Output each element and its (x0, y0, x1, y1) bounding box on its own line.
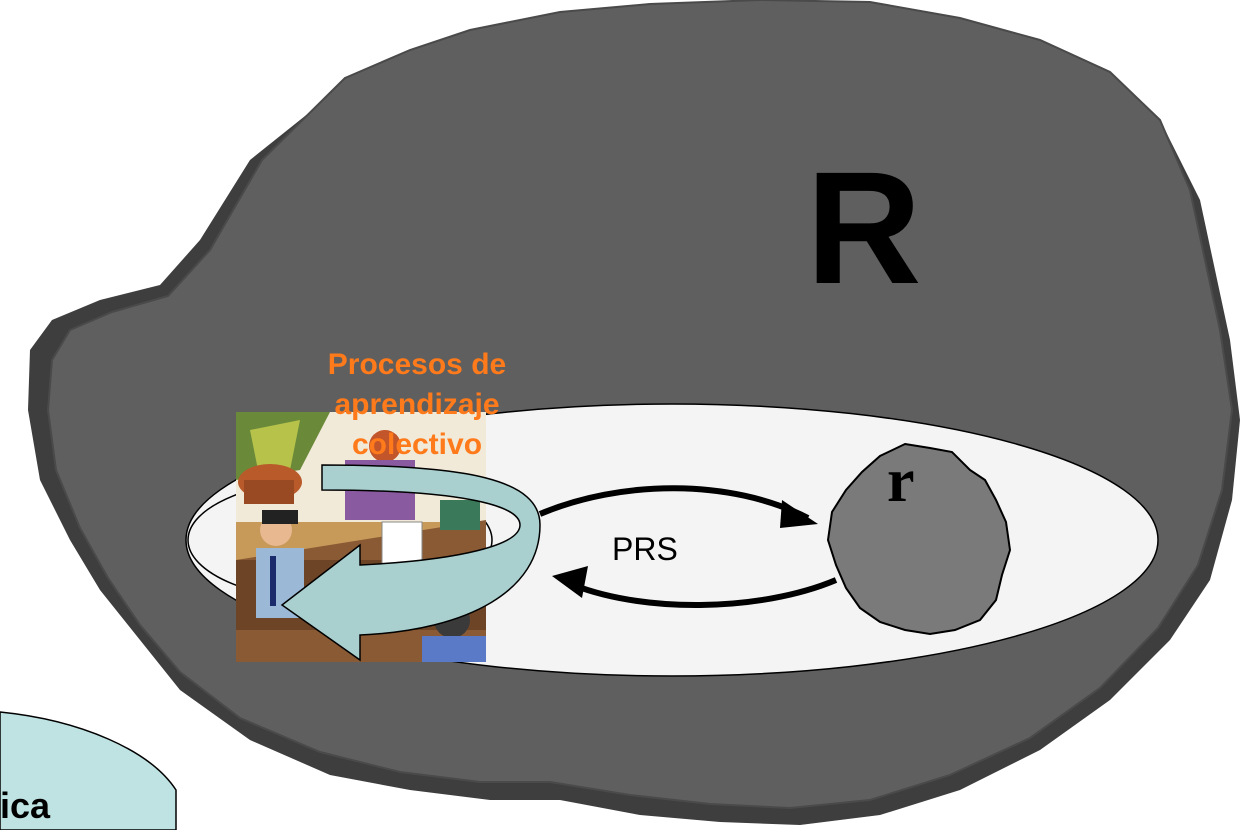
partial-label: ica (0, 785, 51, 826)
outer-region-label: R (806, 138, 922, 317)
partial-bubble (0, 711, 177, 831)
inner-region (826, 442, 1012, 636)
prs-arrow-top (538, 485, 810, 521)
process-label: Procesos de aprendizaje colectivo (292, 345, 542, 465)
prs-arrow-bottom (564, 577, 838, 609)
prs-label: PRS (612, 531, 678, 567)
process-label-line-2: aprendizaje (334, 388, 500, 421)
prs-arrow-bottom-head (552, 566, 588, 598)
inner-region-label: r (887, 447, 915, 515)
circular-arrow-icon (280, 464, 541, 662)
prs-arrow-top-head (780, 500, 818, 528)
process-label-line-1: Procesos de (327, 348, 507, 381)
process-label-line-3: colectivo (351, 428, 483, 461)
